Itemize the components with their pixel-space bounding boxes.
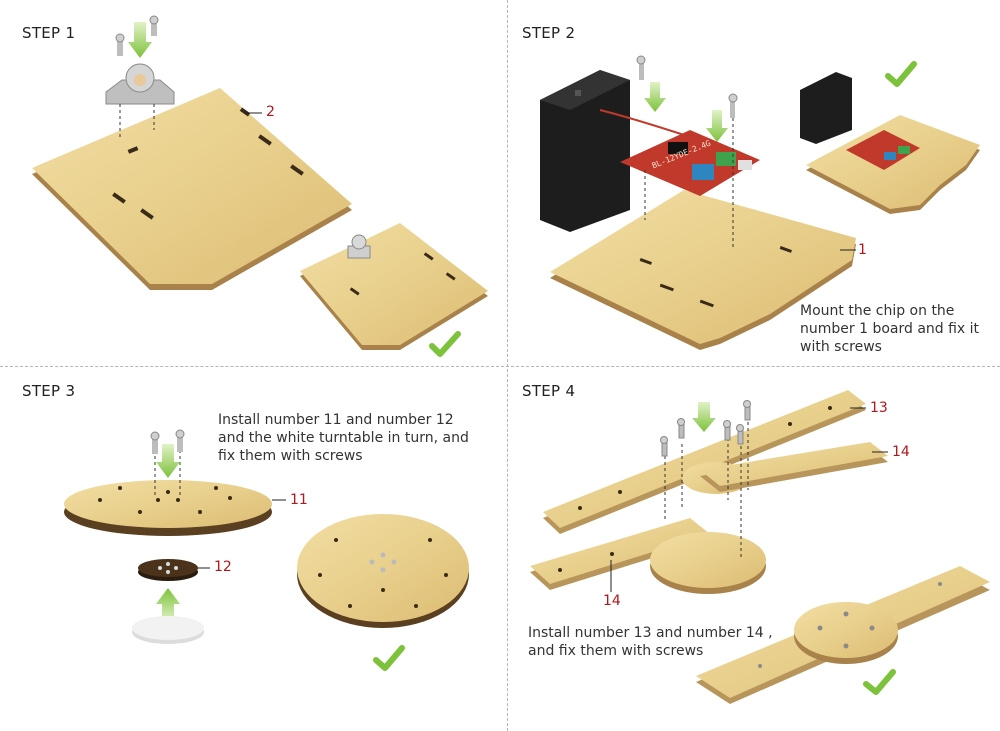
step3-arrow-icon (156, 444, 180, 478)
step2-check-icon (888, 64, 914, 84)
step4-check-icon (866, 672, 893, 692)
step1-main-board (32, 88, 352, 290)
step2-title: STEP 2 (522, 24, 575, 42)
step3-disc-12 (138, 559, 198, 581)
step1-title: STEP 1 (22, 24, 75, 42)
step2-result (800, 72, 980, 214)
step3-caption: Install number 11 and number 12 and the … (218, 411, 483, 465)
step3-disc-11 (64, 480, 272, 536)
step4-arrow-icon (692, 402, 716, 432)
part-number-12: 12 (214, 559, 232, 575)
step3-result-disc (297, 514, 469, 628)
step4-title: STEP 4 (522, 382, 575, 400)
step2-caption: Mount the chip on the number 1 board and… (800, 302, 985, 356)
part-number-11: 11 (290, 492, 308, 508)
step1-result-board (300, 223, 488, 350)
step2-arrow-icon-2 (706, 110, 728, 142)
part-number-1: 1 (858, 242, 867, 258)
part-number-13: 13 (870, 400, 888, 416)
step1-check-icon (432, 334, 458, 354)
step3-check-icon (376, 648, 402, 668)
step3-title: STEP 3 (22, 382, 75, 400)
step2-arrow-icon (644, 82, 666, 112)
part-number-14-top: 14 (892, 444, 910, 460)
part-number-14-bottom: 14 (603, 593, 621, 609)
step4-caption: Install number 13 and number 14 , and fi… (528, 624, 778, 660)
step2-battery-box (540, 70, 630, 232)
part-number-2: 2 (266, 104, 275, 120)
